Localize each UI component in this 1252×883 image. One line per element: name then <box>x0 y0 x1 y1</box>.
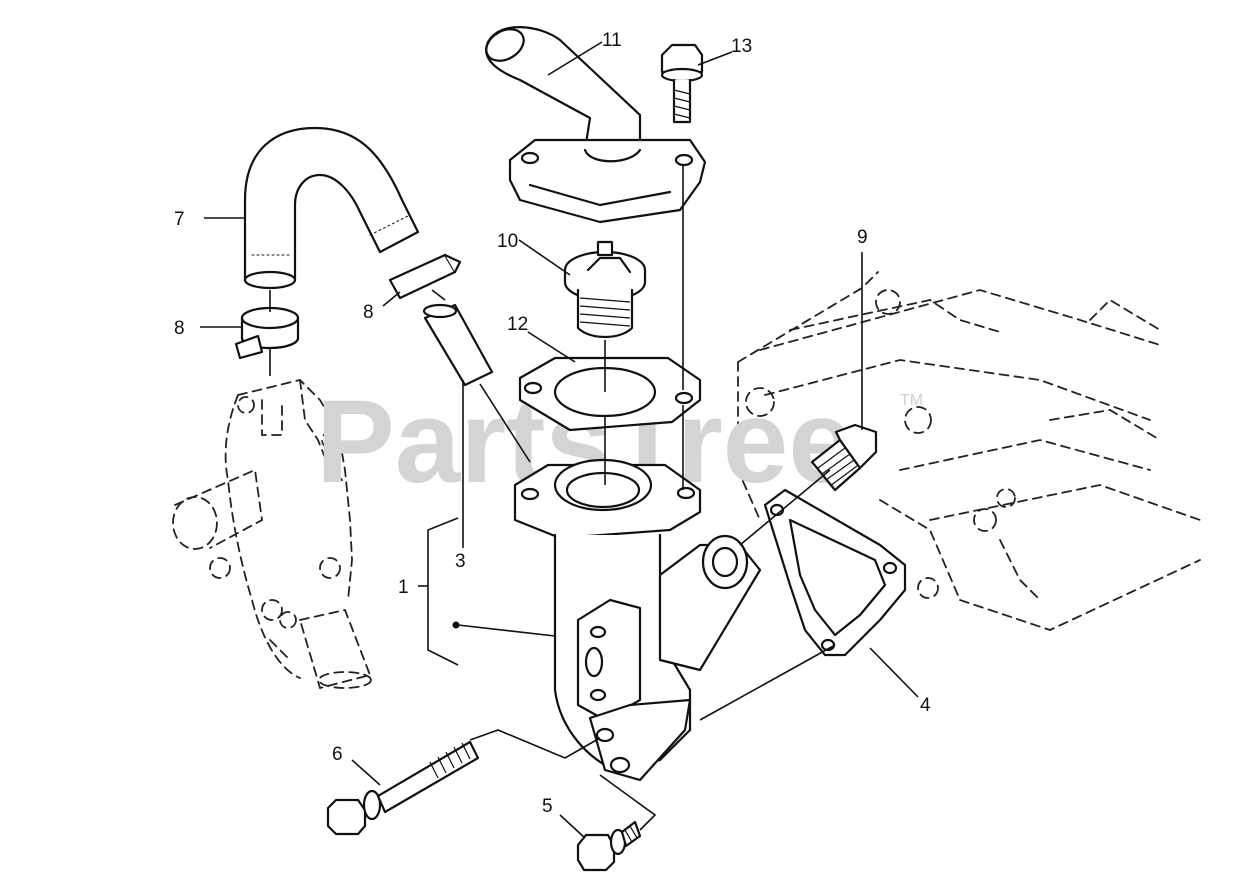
part-8-hose-clamp-right <box>388 253 462 300</box>
water-pump-outline <box>172 379 372 690</box>
part-5-bolt <box>576 820 642 872</box>
callout-labels: 1 3 4 5 6 7 8 8 9 10 11 13 12 <box>174 30 931 817</box>
part-1-thermostat-housing <box>513 458 762 782</box>
callout-11: 11 <box>602 30 622 51</box>
callout-6: 6 <box>332 744 343 765</box>
callout-4: 4 <box>920 695 931 716</box>
part-4-gasket <box>763 488 907 657</box>
part-10-thermostat <box>563 240 647 339</box>
part-9-plug <box>810 423 878 492</box>
callout-8-right: 8 <box>363 302 374 323</box>
part-13-bolt <box>660 43 704 124</box>
leader-lines <box>200 41 919 839</box>
callout-5: 5 <box>542 796 553 817</box>
callout-7: 7 <box>174 209 185 230</box>
callout-3: 3 <box>455 551 466 572</box>
part-3-pipe <box>422 303 494 387</box>
part-6-bolt <box>326 740 480 836</box>
callout-10: 10 <box>497 231 518 252</box>
part-11-water-outlet-elbow <box>485 26 707 224</box>
part-8-hose-clamp-left <box>234 306 300 360</box>
engine-block-outline <box>737 271 1201 631</box>
callout-8-left: 8 <box>174 318 185 339</box>
callout-13: 13 <box>731 36 752 57</box>
callout-1: 1 <box>398 577 409 598</box>
part-7-hose <box>243 126 420 290</box>
callout-12: 12 <box>507 314 528 335</box>
watermark-trademark: TM <box>900 392 923 409</box>
callout-9: 9 <box>857 227 868 248</box>
